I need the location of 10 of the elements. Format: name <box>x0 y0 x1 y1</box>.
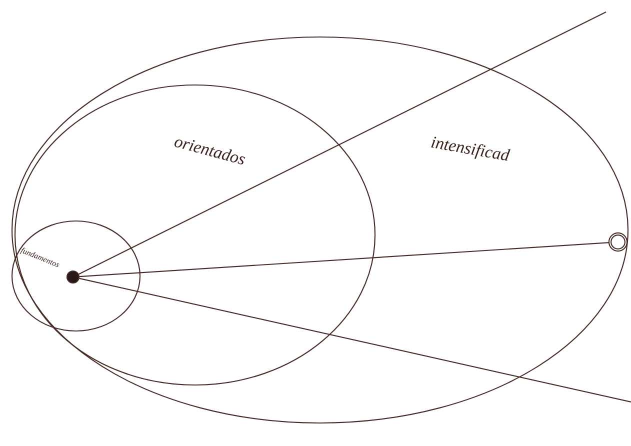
line <box>78 12 606 275</box>
oval <box>11 220 141 332</box>
oval-label: orientados <box>174 140 246 164</box>
oval <box>11 36 629 424</box>
oval <box>14 84 376 386</box>
oval-label: intensificad <box>431 136 510 161</box>
line <box>80 242 610 278</box>
small-circle <box>608 232 628 252</box>
line <box>79 278 631 403</box>
dot <box>66 270 80 284</box>
